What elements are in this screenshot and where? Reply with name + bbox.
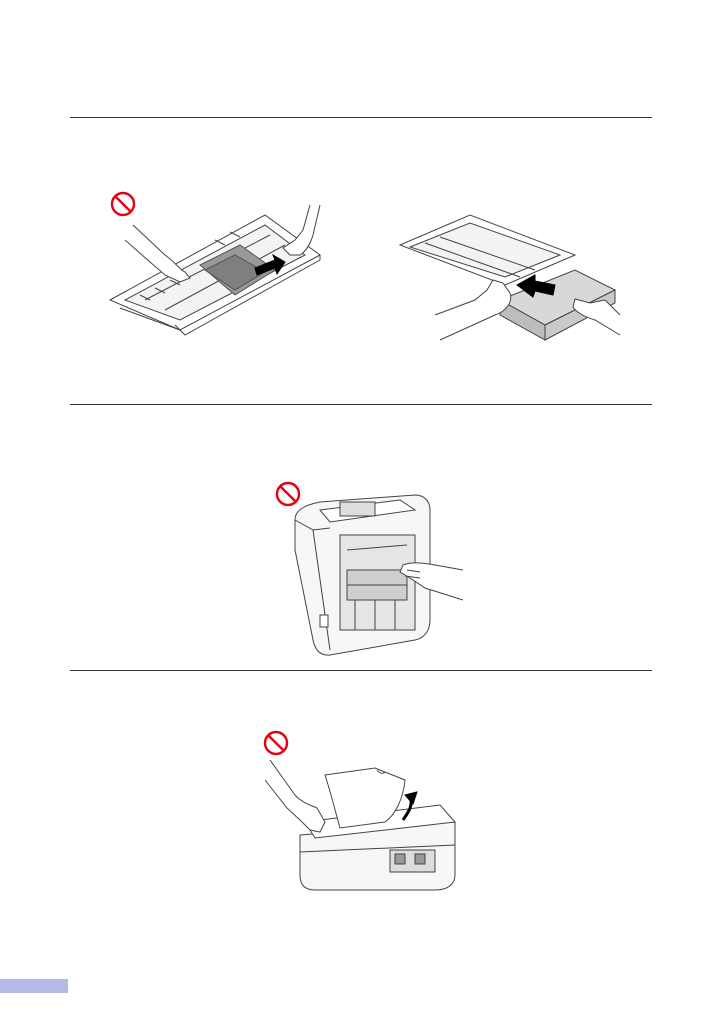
tray-correct-illustration — [395, 205, 625, 345]
no-entry-sign-icon — [263, 730, 289, 756]
page-tab-marker — [0, 979, 68, 993]
section-divider-top — [70, 117, 652, 118]
section-divider-middle — [70, 404, 652, 405]
tray-incorrect-illustration — [105, 200, 330, 340]
scanner-cover-incorrect-illustration — [265, 760, 470, 895]
printer-back-incorrect-illustration — [285, 490, 465, 660]
section-divider-bottom — [70, 670, 652, 671]
